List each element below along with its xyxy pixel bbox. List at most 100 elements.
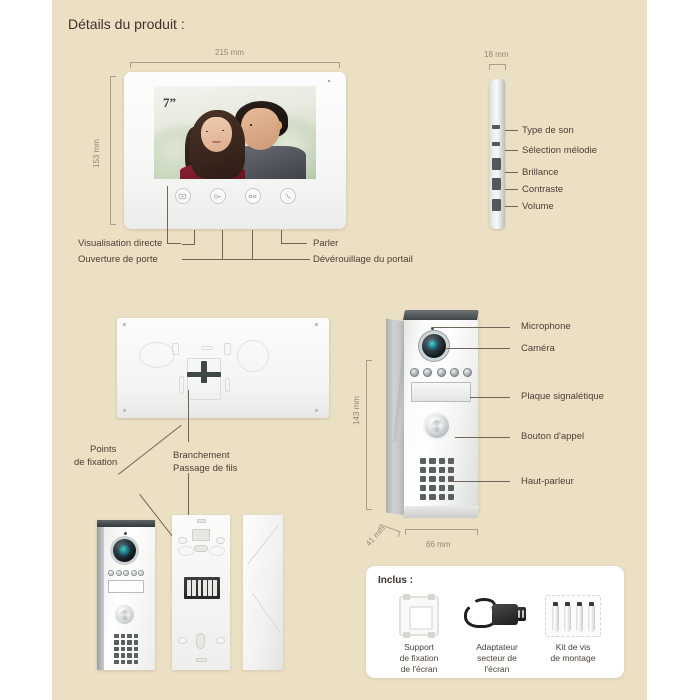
screws-caption-line2: de montage (550, 653, 596, 663)
screw-kit-tray (545, 595, 601, 637)
speaker-hole (438, 485, 445, 491)
screen-man-eye (249, 124, 252, 126)
speaker-hole (133, 640, 138, 645)
speaker-hole (133, 646, 138, 652)
back-recess-left (139, 342, 175, 368)
screw-shaft (576, 606, 583, 632)
screen-woman-face (200, 116, 232, 153)
included-items-box: Inclus : Support de fixation de l'écran (366, 566, 624, 678)
screw (588, 602, 595, 632)
back-label-points-de-fixation-line2: de fixation (74, 457, 118, 468)
speaker-grille (420, 458, 454, 500)
leader-door-vertical2 (222, 230, 223, 259)
side-port-selection-melodie (492, 142, 500, 146)
power-adapter-icon (458, 594, 536, 638)
speaker-hole (120, 659, 125, 664)
screw-shaft (564, 606, 571, 632)
camera-lens (422, 334, 446, 358)
screw-head (565, 602, 570, 607)
speaker-hole (447, 467, 454, 473)
outdoor-label-bouton-appel: Bouton d'appel (521, 431, 585, 442)
outdoor-station-view (378, 310, 508, 530)
outdoor-label-plaque: Plaque signalétique (521, 391, 604, 402)
terminal-screw (208, 580, 212, 596)
screen-woman-eye-left (205, 130, 209, 133)
screw (564, 602, 571, 632)
leader-door-vertical (194, 230, 195, 245)
leader-selection-melodie (505, 150, 518, 151)
back-clip-right (225, 378, 230, 392)
speaker-hole (438, 467, 445, 473)
side-bevel-line-top (247, 524, 279, 565)
screen-man-face (241, 108, 281, 151)
included-item-screws: Kit de vis de montage (534, 594, 612, 664)
leader-talk-horizontal (281, 243, 307, 244)
leader-branchement-2 (188, 473, 189, 521)
leader-branchement (188, 390, 189, 442)
screw-shaft (552, 606, 559, 632)
speaker-hole (127, 659, 132, 664)
back-screw-br (315, 409, 318, 412)
back-screw-hole-br (216, 637, 225, 644)
leader-door-base (182, 259, 310, 260)
monitor-depth-dimension: 18 mm (484, 50, 509, 59)
adapter-body (492, 604, 518, 625)
speaker-hole (420, 494, 427, 500)
small-call-button[interactable] (115, 605, 134, 624)
monitor-front-view: 7” (124, 72, 346, 229)
monitor-button-talk[interactable] (279, 188, 296, 204)
outdoor-small-side-view (243, 515, 283, 670)
outdoor-width-bracket (405, 529, 478, 535)
screen-woman-eye-right (222, 129, 225, 132)
monitor-button-label-talk: Parler (313, 238, 339, 249)
bracket-tab-tl (403, 594, 410, 600)
speaker-hole (120, 646, 125, 652)
call-button[interactable] (425, 414, 449, 438)
monitor-button-label-gate: Dévérouillage du portail (313, 254, 413, 265)
ir-led (423, 368, 433, 377)
monitor-button-door[interactable] (209, 188, 226, 204)
bracket-shape (399, 594, 439, 638)
back-center-channel (192, 529, 210, 541)
back-screw-tr (315, 323, 318, 326)
terminal-screw (187, 580, 191, 596)
monitor-button-view[interactable] (174, 188, 191, 204)
leader-type-de-son (505, 130, 518, 131)
monitor-back-view (117, 318, 329, 418)
side-label-volume: Volume (522, 201, 554, 212)
leader-gate-vertical (252, 230, 253, 259)
monitor-depth-bracket (489, 64, 506, 70)
speaker-hole (127, 634, 132, 639)
back-label-branchement-line1: Branchement (173, 450, 230, 461)
included-item-bracket: Support de fixation de l'écran (380, 594, 458, 675)
video-monitor-icon (178, 193, 187, 199)
speaker-hole (429, 467, 436, 473)
speaker-hole (114, 653, 119, 658)
monitor-button-gate[interactable] (244, 188, 261, 204)
terminal-screw (213, 580, 217, 596)
ir-led (115, 570, 122, 576)
nameplate (411, 382, 471, 402)
screws-caption-line1: Kit de vis (555, 642, 591, 652)
monitor-wall-bracket (187, 361, 221, 383)
screw-kit-icon (534, 594, 612, 638)
ir-led (463, 368, 472, 377)
outdoor-small-front-view (97, 520, 155, 670)
side-bevel-line-bottom (252, 593, 281, 633)
phone-handset-icon (285, 193, 292, 199)
ir-led (130, 570, 137, 576)
terminal-screw (192, 580, 196, 596)
leader-camera (445, 348, 510, 349)
screw-head (577, 602, 582, 607)
leader-contraste (505, 189, 518, 190)
back-hook-right (224, 343, 231, 355)
adapter-plug-prongs (516, 607, 526, 621)
monitor-button-label-door: Ouverture de porte (78, 254, 158, 265)
microphone-hole (431, 327, 434, 330)
leader-volume (505, 206, 518, 207)
speaker-hole (429, 476, 436, 482)
small-front-side-edge (97, 527, 104, 670)
monitor-button-row (124, 188, 346, 204)
screw-shaft (588, 606, 595, 632)
leader-door-horizontal (182, 244, 194, 245)
